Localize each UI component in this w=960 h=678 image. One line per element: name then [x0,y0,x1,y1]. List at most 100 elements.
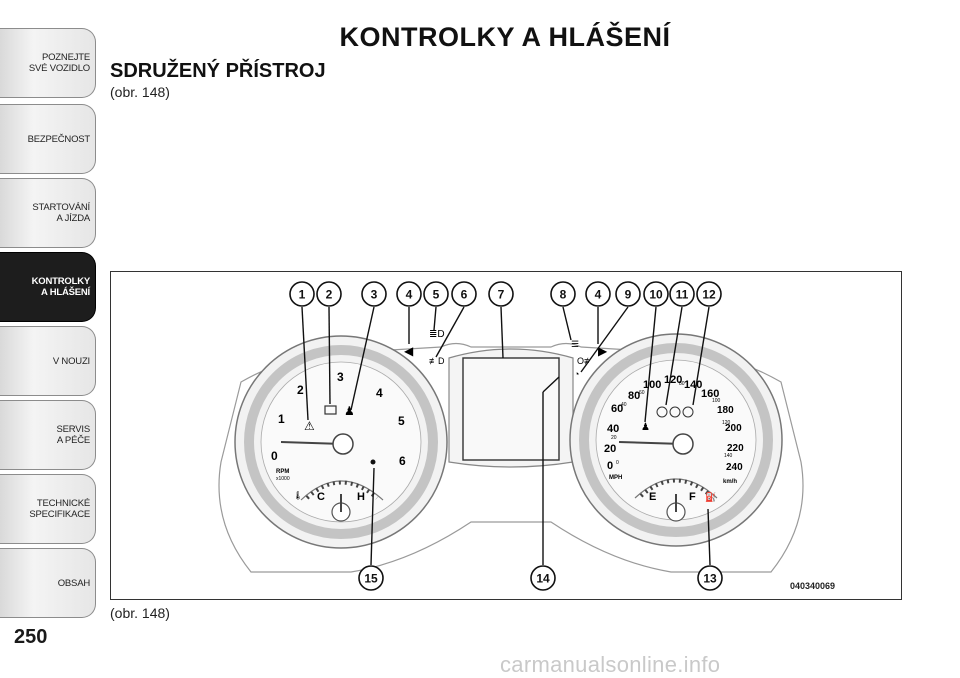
speed-kmh-label: 200 [725,423,742,434]
airbag-warning-icon: ⚠ [304,419,315,433]
speed-small-label: 0 [616,460,619,466]
svg-text:4: 4 [595,288,602,302]
svg-text:8: 8 [560,288,567,302]
leader-lines [301,306,711,566]
speed-mph-label: 100 [643,379,661,391]
speed-unit-mph: MPH [609,475,622,481]
tach-number: 6 [399,454,406,468]
speed-small-label: 20 [611,435,617,441]
tach-number: 1 [278,412,285,426]
speed-mph-label: 160 [701,388,719,400]
svg-text:2: 2 [326,288,333,302]
front-fog-icon: ≢D [429,356,445,366]
low-beam-icon: ≣D [429,329,445,340]
figure-reference: (obr. 148) [110,84,170,100]
speed-mph-label: 60 [611,403,623,415]
speed-kmh-label: 240 [726,462,743,473]
speed-mph-label: 20 [604,443,616,455]
brake-warning-icon [656,406,668,418]
tab-label: V NOUZI [52,355,90,367]
svg-text:3: 3 [371,288,378,302]
callout-12: 12 [696,281,722,307]
abs-icon [682,406,694,418]
svg-text:13: 13 [703,572,717,586]
tab-kontrolky[interactable]: KONTROLKY A HLÁŠENÍ [0,252,96,322]
cruise-icon: ◔ [574,369,579,379]
tab-servis[interactable]: SERVIS A PÉČE [0,400,96,470]
speed-small-label: 140 [724,453,733,459]
callout-14: 14 [530,565,556,591]
tab-poznejte[interactable]: POZNEJTE SVÉ VOZIDLO [0,28,96,98]
check-engine-icon [324,405,337,415]
callout-11: 11 [669,281,695,307]
tab-startovani[interactable]: STARTOVÁNÍ A JÍZDA [0,178,96,248]
speed-mph-label: 0 [607,460,613,472]
tab-v-nouzi[interactable]: V NOUZI [0,326,96,396]
svg-text:14: 14 [536,572,550,586]
svg-text:15: 15 [364,572,378,586]
svg-text:1: 1 [299,288,306,302]
cluster-drawing: 0 1 2 3 4 5 6 RPM x1000 ⚠ ♟ 🌡 C H [218,281,804,591]
security-indicator-dot [370,459,376,465]
speedometer: 0 20 40 60 80 100 120 140 160 180 200 22… [569,333,783,547]
tach-unit: x1000 [276,476,290,482]
tab-technicke[interactable]: TECHNICKÉ SPECIFIKACE [0,474,96,544]
svg-text:12: 12 [702,288,716,302]
temp-hot-label: H [357,491,365,503]
tab-obsah[interactable]: OBSAH [0,548,96,618]
speed-kmh-label: 220 [727,443,744,454]
speed-mph-label: 120 [664,374,682,386]
speed-mph-label: 40 [607,423,619,435]
speed-small-label: 60 [639,390,645,396]
svg-text:5: 5 [433,288,440,302]
tach-unit: RPM [276,469,289,475]
seatbelt-warning-icon: ♟ [344,404,355,418]
callout-6: 6 [451,281,477,307]
callout-5: 5 [423,281,449,307]
fuel-pump-icon: ⛽ [705,491,716,502]
fuel-full-label: F [689,491,696,503]
tach-number: 0 [271,449,278,463]
svg-text:11: 11 [676,288,689,302]
fuel-empty-label: E [649,491,656,503]
tab-label: POZNEJTE SVÉ VOZIDLO [28,52,90,74]
tab-label: OBSAH [57,577,90,589]
tach-number: 5 [398,414,405,428]
callout-7: 7 [488,281,514,307]
temp-cold-label: C [317,491,325,503]
tab-bezpecnost[interactable]: BEZPEČNOST [0,104,96,174]
callout-10: 10 [643,281,669,307]
speed-small-label: 100 [712,398,721,404]
figure-caption: (obr. 148) [110,605,170,621]
speed-mph-label: 140 [684,379,702,391]
parking-brake-icon [669,406,681,418]
callout-15: 15 [358,565,384,591]
section-title: SDRUŽENÝ PŘÍSTROJ [110,60,326,82]
tab-label: STARTOVÁNÍ A JÍZDA [32,202,90,224]
speed-small-label: 40 [621,402,627,408]
svg-text:7: 7 [498,288,505,302]
figure-code: 040340069 [789,581,835,591]
svg-text:4: 4 [406,288,413,302]
speed-unit-kmh: km/h [723,479,737,485]
callout-8: 8 [550,281,576,307]
tab-label: SERVIS A PÉČE [56,424,91,446]
tab-label: TECHNICKÉ SPECIFIKACE [29,498,90,520]
svg-text:9: 9 [625,288,632,302]
callout-13: 13 [697,565,723,591]
callout-9: 9 [615,281,641,307]
callout-4-right: 4 [585,281,611,307]
callout-4-left: 4 [396,281,422,307]
page-title: KONTROLKY A HLÁŠENÍ [339,22,671,52]
seatbelt-passenger-icon: ♟ [641,422,650,433]
coolant-temp-icon: 🌡 [293,491,303,500]
speed-mph-label: 80 [628,390,640,402]
instrument-cluster-figure: 0 1 2 3 4 5 6 RPM x1000 ⚠ ♟ 🌡 C H [110,271,902,600]
tab-label: KONTROLKY A HLÁŠENÍ [31,276,91,298]
turn-signal-left-icon: ◀ [404,344,414,358]
svg-text:6: 6 [461,288,468,302]
tab-label: BEZPEČNOST [27,133,91,145]
svg-text:10: 10 [649,288,663,302]
callouts: 1 2 3 4 5 6 7 8 4 9 10 11 12 15 14 13 [289,281,723,591]
speed-small-label: 80 [679,381,685,387]
